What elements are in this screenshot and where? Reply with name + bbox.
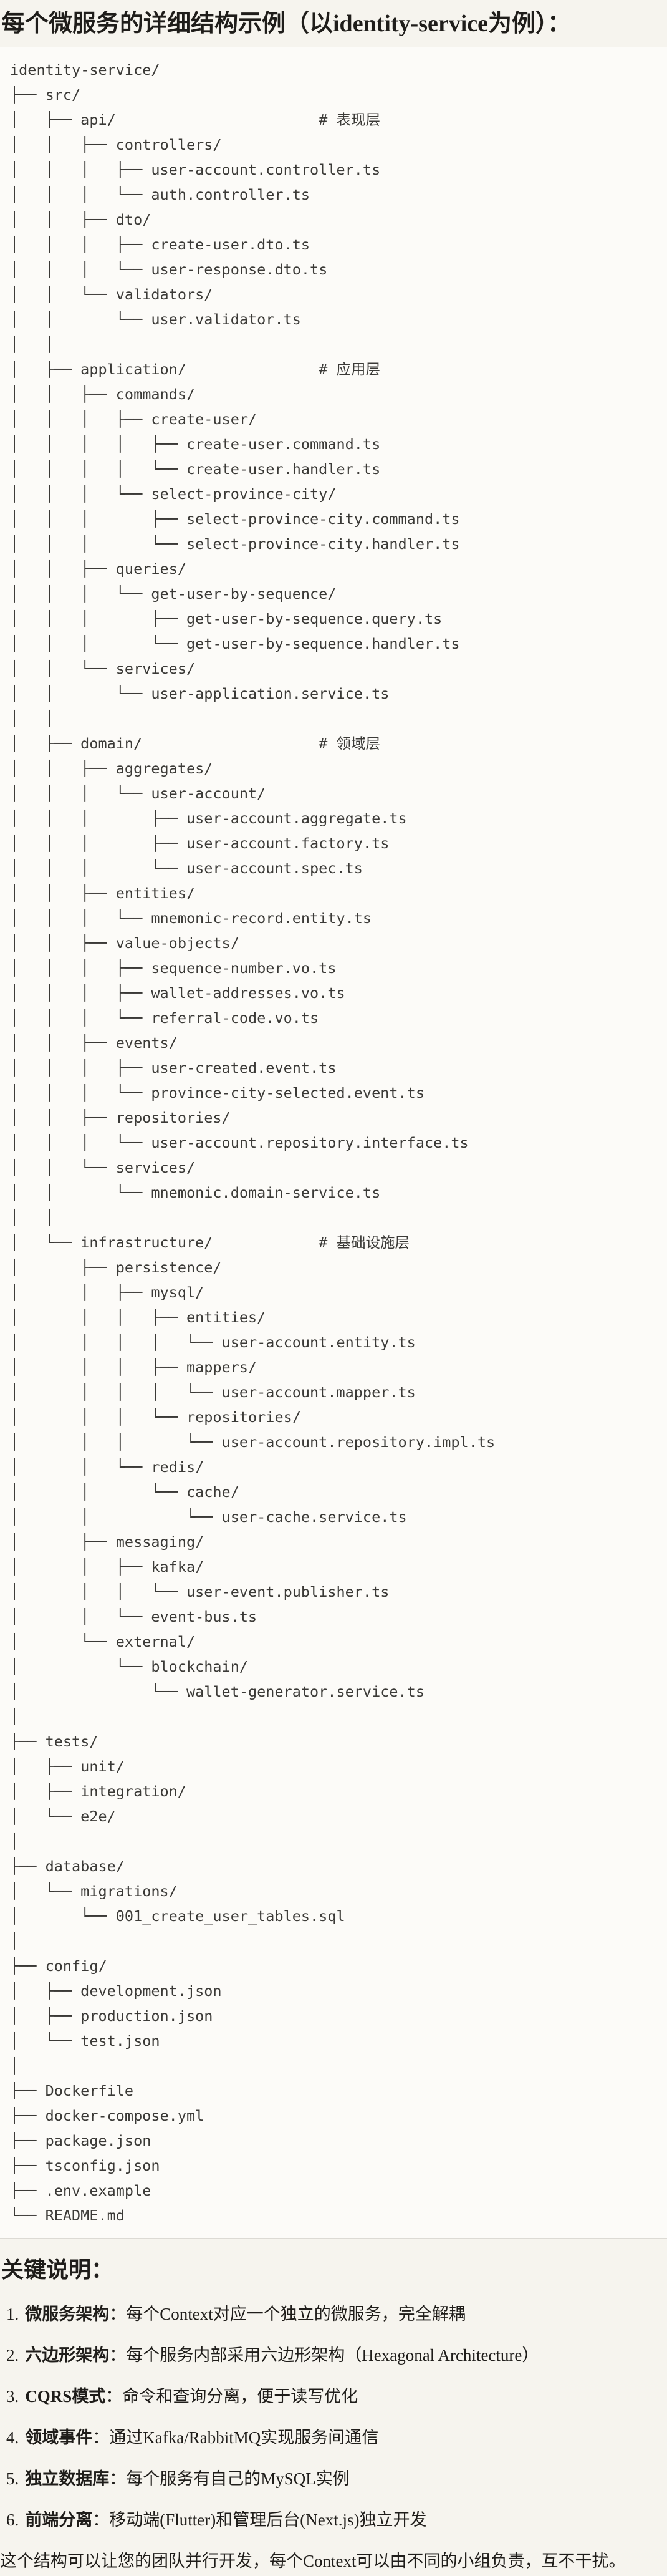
note-number: 5. [6, 2469, 19, 2488]
note-number: 6. [6, 2511, 19, 2529]
note-item: 1. 微服务架构：每个Context对应一个独立的微服务，完全解耦 [6, 2302, 667, 2327]
note-item: 4. 领域事件：通过Kafka/RabbitMQ实现服务间通信 [6, 2425, 667, 2450]
note-text: 每个服务有自己的MySQL实例 [126, 2469, 350, 2488]
note-text: 每个服务内部采用六边形架构（Hexagonal Architecture） [126, 2346, 539, 2365]
note-term: 微服务架构 [25, 2305, 110, 2323]
note-item: 5. 独立数据库：每个服务有自己的MySQL实例 [6, 2466, 667, 2491]
note-colon: ： [105, 2387, 123, 2406]
document: 每个微服务的详细结构示例（以identity-service为例）： ident… [0, 8, 667, 2574]
note-item: 3. CQRS模式：命令和查询分离，便于读写优化 [6, 2384, 667, 2409]
note-text: 通过Kafka/RabbitMQ实现服务间通信 [109, 2428, 379, 2447]
note-term: 六边形架构 [25, 2346, 110, 2365]
note-number: 1. [6, 2305, 19, 2323]
code-block: identity-service/ ├── src/ │ ├── api/ # … [0, 47, 667, 2239]
note-number: 3. [6, 2387, 19, 2406]
note-term: 前端分离 [25, 2511, 93, 2529]
note-colon: ： [109, 2469, 127, 2488]
note-term: CQRS模式 [25, 2387, 106, 2406]
directory-tree: identity-service/ ├── src/ │ ├── api/ # … [10, 61, 496, 2224]
note-term: 领域事件 [25, 2428, 93, 2447]
note-number: 4. [6, 2428, 19, 2447]
note-colon: ： [92, 2428, 110, 2447]
note-text: 命令和查询分离，便于读写优化 [122, 2387, 358, 2406]
note-text: 移动端(Flutter)和管理后台(Next.js)独立开发 [109, 2511, 427, 2529]
note-item: 6. 前端分离：移动端(Flutter)和管理后台(Next.js)独立开发 [6, 2507, 667, 2532]
note-text: 每个Context对应一个独立的微服务，完全解耦 [126, 2305, 466, 2323]
note-number: 2. [6, 2346, 19, 2365]
note-colon: ： [109, 2346, 127, 2365]
notes-list: 1.微服务架构：每个Context对应一个独立的微服务，完全解耦 2.六边形架构… [0, 2302, 667, 2532]
note-colon: ： [109, 2305, 127, 2323]
closing-paragraph: 这个结构可以让您的团队并行开发，每个Context可以由不同的小组负责，互不干扰… [0, 2552, 626, 2570]
note-colon: ： [92, 2511, 110, 2529]
note-term: 独立数据库 [25, 2469, 110, 2488]
page-title: 每个微服务的详细结构示例（以identity-service为例）： [1, 11, 572, 37]
notes-heading: 关键说明： [1, 2257, 114, 2282]
note-item: 2. 六边形架构：每个服务内部采用六边形架构（Hexagonal Architec… [6, 2343, 667, 2368]
